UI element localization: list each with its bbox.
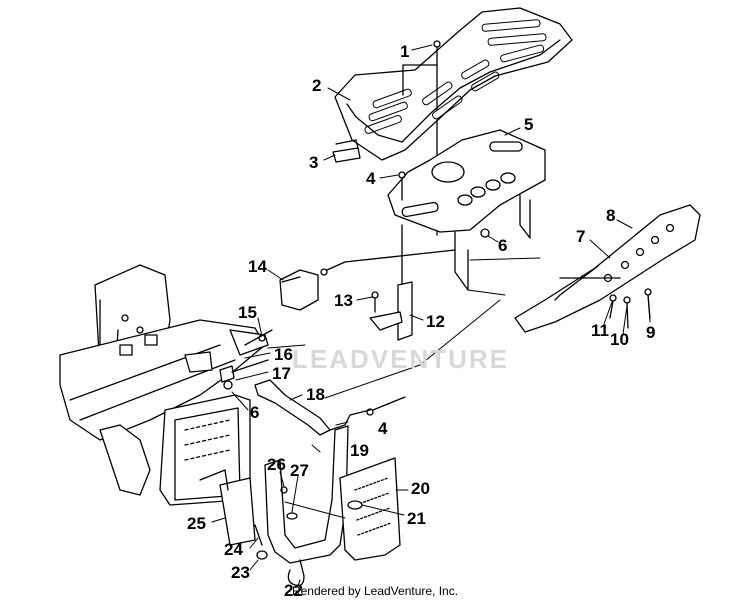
part-8-bumper [514,204,701,333]
part-4-screw-lower [366,396,406,416]
callout-7: 7 [576,227,586,246]
callout-1: 1 [400,42,410,61]
callout-21: 21 [407,509,426,528]
callout-10: 10 [610,330,629,349]
callout-2: 2 [312,76,322,95]
part-2-rack-plate [334,7,573,161]
callout-23: 23 [231,563,250,582]
callout-4: 4 [366,169,376,188]
callout-24: 24 [224,540,243,559]
callout-11: 11 [591,321,609,340]
callout-25: 25 [187,514,206,533]
callout-6-lower: 6 [250,403,260,422]
part-21-washer [347,500,363,510]
leader-lines [211,44,651,587]
callout-19: 19 [350,441,369,460]
alignment-lines [267,257,541,519]
callout-27: 27 [290,461,309,480]
part-12-bracket [369,281,413,341]
callout-3: 3 [309,153,319,172]
callout-17: 17 [272,364,291,383]
callout-26: 26 [267,455,286,474]
part-13-bolt [371,291,379,313]
part-19-hitch-bracket [264,409,371,564]
part-6-nut-upper [480,228,490,238]
footer-credit: Rendered by LeadVenture, Inc. [291,584,459,598]
callout-6: 6 [498,236,508,255]
part-23-nut [256,550,268,560]
part-5-mount-plate [387,129,546,291]
callout-8: 8 [606,206,616,225]
callout-9: 9 [646,323,656,342]
tractor-frame [59,264,269,506]
callout-13: 13 [334,291,353,310]
callout-16: 16 [274,345,293,364]
callout-4-lower: 4 [378,419,388,438]
part-14-light [279,249,456,311]
part-15-17-hardware [219,329,273,390]
callout-15: 15 [238,303,257,322]
callout-5: 5 [524,115,534,134]
part-3-clip [332,139,361,163]
callout-20: 20 [411,479,430,498]
part-22-hook [287,559,305,587]
callout-12: 12 [426,312,445,331]
part-18-hitch-bar [254,379,331,436]
callout-22: 22 [284,581,303,600]
watermark: LEADVENTURE [292,344,510,374]
part-20-plate [339,457,401,561]
callout-14: 14 [248,257,267,276]
part-24-25-plate [199,469,263,546]
callout-18: 18 [306,385,325,404]
